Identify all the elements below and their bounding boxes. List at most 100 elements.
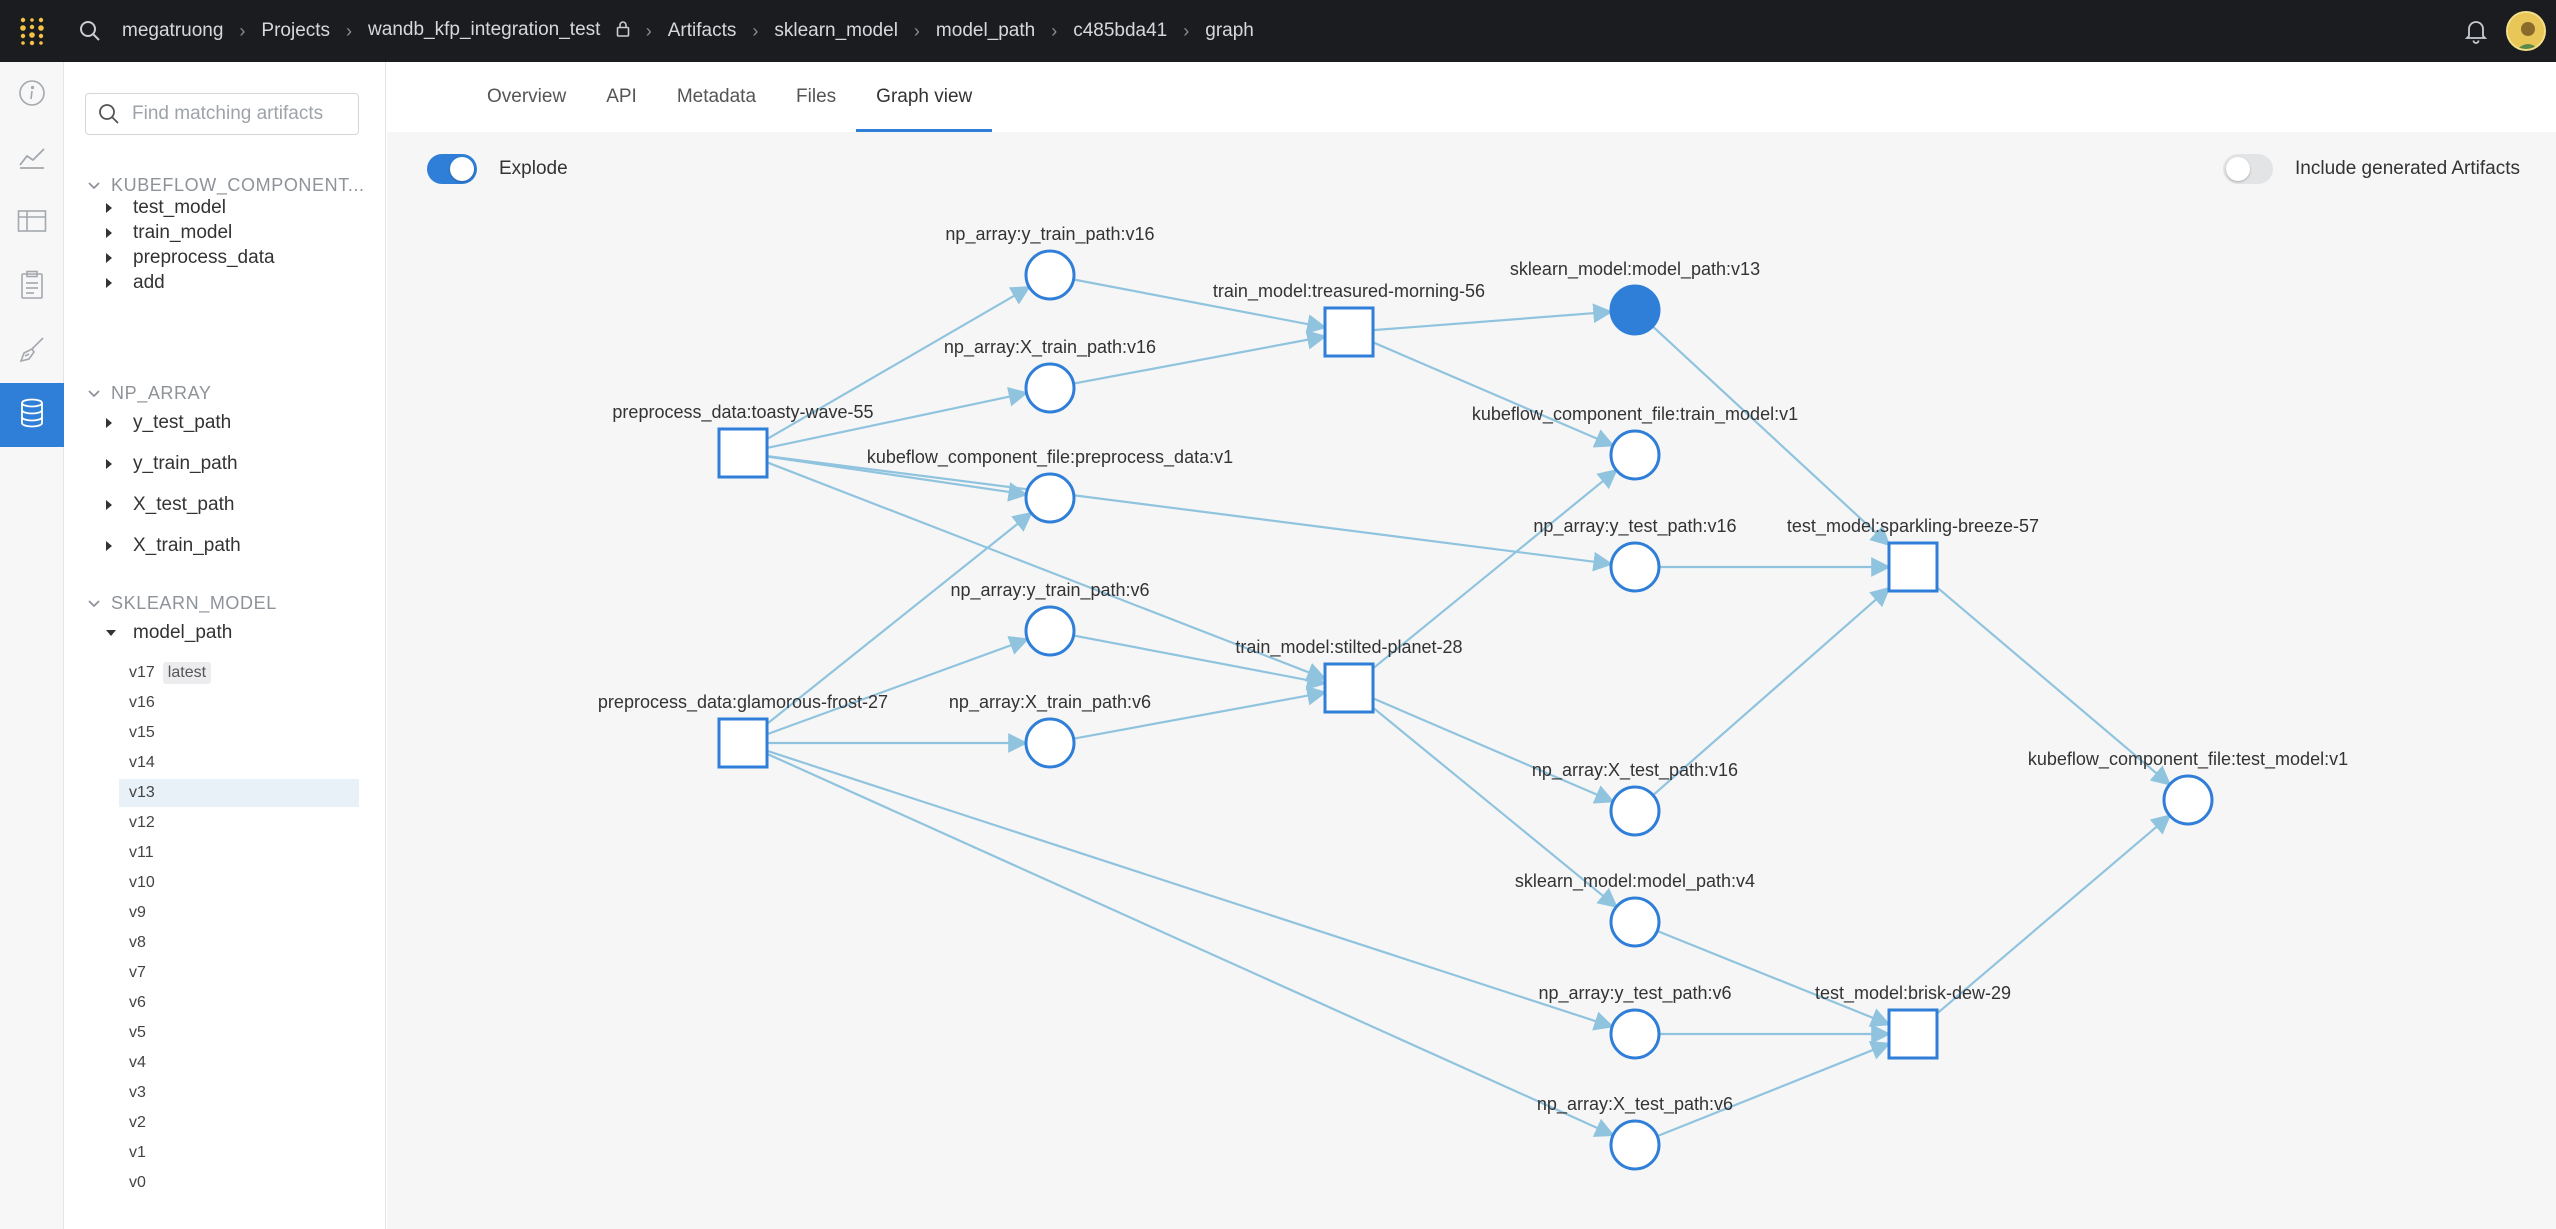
wandb-logo-icon[interactable] [0, 0, 64, 62]
version-label: v1 [129, 1144, 146, 1161]
graph-node-kf-tm[interactable]: kubeflow_component_file:train_model:v1 [1472, 404, 1798, 481]
rail-sweeps[interactable] [0, 319, 64, 383]
breadcrumb-artifacts[interactable]: Artifacts [667, 20, 737, 41]
rail-charts[interactable] [0, 127, 64, 191]
chevron-right-icon: › [239, 20, 246, 41]
tree-item-x-train-path[interactable]: X_train_path [105, 521, 241, 571]
rail-artifacts[interactable] [0, 383, 64, 447]
breadcrumb-entity[interactable]: megatruong [122, 20, 224, 41]
version-item-v16[interactable]: v16 [119, 689, 359, 717]
rail-reports[interactable] [0, 255, 64, 319]
version-item-v10[interactable]: v10 [119, 869, 359, 897]
search-icon[interactable] [64, 0, 116, 62]
chart-icon [18, 145, 46, 174]
breadcrumb-project-label: wandb_kfp_integration_test [368, 19, 601, 40]
graph-node-xte16[interactable]: np_array:X_test_path:v16 [1532, 760, 1738, 837]
tree-item-x-test-path[interactable]: X_test_path [105, 480, 234, 530]
tree-item-train-model[interactable]: train_model [105, 208, 232, 258]
version-item-v11[interactable]: v11 [119, 839, 359, 867]
tab-graph-view[interactable]: Graph view [856, 62, 993, 132]
artifact-search-input[interactable] [132, 103, 352, 125]
breadcrumb-artifact-type[interactable]: sklearn_model [774, 20, 898, 41]
run-node-square [1323, 662, 1375, 714]
rail-table[interactable] [0, 191, 64, 255]
artifact-node-circle [1609, 1008, 1661, 1060]
tree-item-add[interactable]: add [105, 258, 165, 308]
top-navigation-bar: megatruong › Projects › wandb_kfp_integr… [0, 0, 2556, 62]
graph-node-kf-pp[interactable]: kubeflow_component_file:preprocess_data:… [867, 447, 1233, 524]
group-header-kubeflow[interactable]: KUBEFLOW_COMPONENT... [87, 175, 365, 196]
bell-icon[interactable] [2446, 0, 2506, 62]
tree-item-y-test-path[interactable]: y_test_path [105, 398, 231, 448]
left-icon-rail [0, 62, 64, 1229]
breadcrumb-projects[interactable]: Projects [261, 20, 331, 41]
graph-node-sk4[interactable]: sklearn_model:model_path:v4 [1515, 871, 1755, 948]
version-label: v2 [129, 1114, 146, 1131]
version-item-v13[interactable]: v13 [119, 779, 359, 807]
version-item-v0[interactable]: v0 [119, 1169, 359, 1197]
tree-item-preprocess-data[interactable]: preprocess_data [105, 233, 275, 283]
graph-node-sk13[interactable]: sklearn_model:model_path:v13 [1510, 259, 1760, 336]
graph-node-yte16[interactable]: np_array:y_test_path:v16 [1533, 516, 1737, 593]
version-item-v14[interactable]: v14 [119, 749, 359, 777]
version-item-v12[interactable]: v12 [119, 809, 359, 837]
group-header-sklearn-model[interactable]: SKLEARN_MODEL [87, 593, 277, 614]
version-label: v5 [129, 1024, 146, 1041]
tree-item-label: y_test_path [133, 412, 232, 433]
graph-node-kf-te[interactable]: kubeflow_component_file:test_model:v1 [2028, 749, 2348, 826]
graph-node-ytr16[interactable]: np_array:y_train_path:v16 [945, 224, 1155, 301]
graph-node-yte6[interactable]: np_array:y_test_path:v6 [1538, 983, 1732, 1060]
version-item-v1[interactable]: v1 [119, 1139, 359, 1167]
graph-node-ytr6[interactable]: np_array:y_train_path:v6 [950, 580, 1150, 657]
version-item-v2[interactable]: v2 [119, 1109, 359, 1137]
tree-item-model-path[interactable]: model_path [105, 608, 232, 658]
avatar[interactable] [2506, 11, 2546, 51]
version-item-v6[interactable]: v6 [119, 989, 359, 1017]
version-item-v17[interactable]: v17 latest [119, 659, 359, 687]
explode-toggle[interactable] [427, 154, 477, 184]
run-node-square [717, 717, 769, 769]
artifact-tabs: Overview API Metadata Files Graph view [467, 62, 993, 132]
database-icon [19, 398, 45, 433]
chevron-right-icon: › [913, 20, 920, 41]
version-label: v17 [129, 664, 155, 681]
version-item-v4[interactable]: v4 [119, 1049, 359, 1077]
rail-overview[interactable] [0, 63, 64, 127]
artifact-node-circle [1024, 717, 1076, 769]
tab-metadata[interactable]: Metadata [676, 86, 757, 107]
version-item-v7[interactable]: v7 [119, 959, 359, 987]
graph-node-xtr6[interactable]: np_array:X_train_path:v6 [949, 692, 1151, 769]
version-item-v15[interactable]: v15 [119, 719, 359, 747]
artifact-node-circle [1609, 541, 1661, 593]
tree-item-test-model[interactable]: test_model [105, 183, 226, 233]
graph-nodes: preprocess_data:toasty-wave-55 preprocess… [598, 224, 2348, 1171]
breadcrumb-artifact-version[interactable]: c485bda41 [1073, 20, 1168, 41]
chevron-right-icon: › [645, 20, 652, 41]
graph-node-xte6[interactable]: np_array:X_test_path:v6 [1537, 1094, 1733, 1171]
group-header-np-array[interactable]: NP_ARRAY [87, 383, 212, 404]
graph-node-pp-toasty[interactable]: preprocess_data:toasty-wave-55 [612, 402, 874, 479]
version-label: v16 [129, 694, 155, 711]
tab-api[interactable]: API [606, 86, 637, 107]
include-generated-label: Include generated Artifacts [2295, 158, 2520, 179]
graph-node-tm-stilt[interactable]: train_model:stilted-planet-28 [1235, 637, 1463, 714]
include-generated-toggle[interactable] [2223, 154, 2274, 184]
tree-item-y-train-path[interactable]: y_train_path [105, 439, 238, 489]
breadcrumb-artifact-name[interactable]: model_path [935, 20, 1036, 41]
breadcrumb-project[interactable]: wandb_kfp_integration_test [368, 19, 630, 43]
tab-overview[interactable]: Overview [487, 86, 567, 107]
graph-node-te-spark[interactable]: test_model:sparkling-breeze-57 [1787, 516, 2039, 593]
version-item-v3[interactable]: v3 [119, 1079, 359, 1107]
graph-node-pp-glam[interactable]: preprocess_data:glamorous-frost-27 [598, 692, 888, 769]
version-item-v9[interactable]: v9 [119, 899, 359, 927]
clipboard-icon [20, 270, 44, 305]
graph-node-tm-treas[interactable]: train_model:treasured-morning-56 [1213, 281, 1485, 358]
graph-node-label: sklearn_model:model_path:v13 [1510, 259, 1760, 280]
group-label: SKLEARN_MODEL [111, 593, 277, 613]
graph-node-xtr16[interactable]: np_array:X_train_path:v16 [944, 337, 1156, 414]
graph-node-te-brisk[interactable]: test_model:brisk-dew-29 [1815, 983, 2011, 1060]
artifact-sidebar: KUBEFLOW_COMPONENT... test_model train_m… [65, 62, 386, 1229]
version-item-v5[interactable]: v5 [119, 1019, 359, 1047]
tab-files[interactable]: Files [796, 86, 837, 107]
version-item-v8[interactable]: v8 [119, 929, 359, 957]
